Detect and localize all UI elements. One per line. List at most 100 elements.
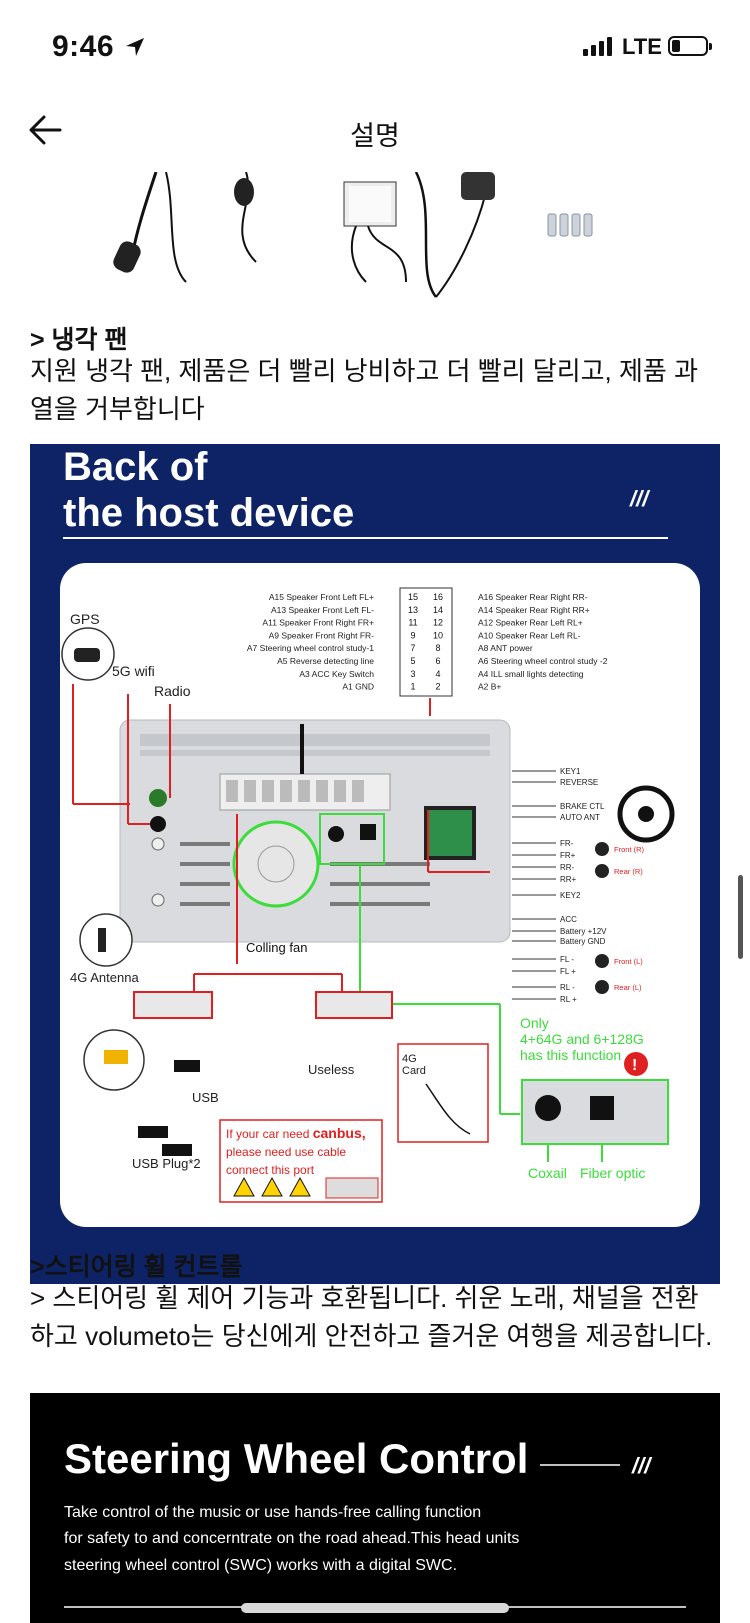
only-line3: has this function xyxy=(520,1047,621,1063)
alert-icon xyxy=(624,1052,648,1076)
4g-card-box xyxy=(397,1043,489,1143)
speaker-icon xyxy=(595,864,609,878)
only-line1: Only xyxy=(520,1015,549,1031)
usb-av-connector xyxy=(133,991,213,1019)
pin-number-left: 3 xyxy=(410,669,415,679)
pin-label-left: A11 Speaker Front Right FR+ xyxy=(262,618,374,628)
wire-label: BRAKE CTL xyxy=(560,802,605,811)
swc-text-3: steering wheel control (SWC) works with … xyxy=(64,1557,457,1574)
diagram-mark: /// xyxy=(629,486,651,511)
wire-label: RL + xyxy=(560,995,577,1004)
gps-label: GPS xyxy=(70,611,100,627)
pin-label-right: A12 Speaker Rear Left RL+ xyxy=(478,618,583,628)
radio-label: Radio xyxy=(154,683,191,699)
diagram-title-line2: the host device xyxy=(63,491,354,535)
wire-label: FR- xyxy=(560,839,574,848)
pin-number-left: 7 xyxy=(410,643,415,653)
pin-number-right: 6 xyxy=(435,656,440,666)
swc-text-1: Take control of the music or use hands-f… xyxy=(64,1504,481,1521)
diagram-title-line1: Back of xyxy=(63,445,208,489)
wifi-label: 5G wifi xyxy=(112,663,155,679)
swc-panel: Steering Wheel Control /// Take control … xyxy=(30,1393,720,1623)
canbus-line1: If your car need canbus, xyxy=(226,1125,366,1141)
fan-heading: > 냉각 팬 xyxy=(30,326,128,354)
wire-label: ACC xyxy=(560,915,577,924)
scrollbar[interactable] xyxy=(738,875,743,959)
wire-label: FL + xyxy=(560,967,576,976)
speaker-label: Front (R) xyxy=(614,845,645,854)
steering-wheel-icon xyxy=(617,785,675,843)
canbus-line2: please need use cable xyxy=(226,1145,346,1159)
pin-label-left: A5 Reverse detecting line xyxy=(277,656,374,666)
pin-number-right: 14 xyxy=(433,605,443,615)
speaker-icon xyxy=(595,842,609,856)
pin-label-right: A2 B+ xyxy=(478,682,501,692)
fan-description: 지원 냉각 팬, 제품은 더 빨리 낭비하고 더 빨리 달리고, 제품 과열을 … xyxy=(30,356,698,424)
accessories-image xyxy=(113,172,593,298)
head-unit-back xyxy=(119,719,511,943)
pin-number-left: 13 xyxy=(408,605,418,615)
speaker-icon xyxy=(595,954,609,968)
useless-connector xyxy=(315,991,393,1019)
wire-label: KEY1 xyxy=(560,767,581,776)
pin-label-left: A13 Speaker Front Left FL- xyxy=(271,605,374,615)
pin-number-left: 11 xyxy=(408,618,417,628)
nav-bar: 설명 xyxy=(0,92,750,172)
diagram-svg: Back of the host device /// 15131197531 … xyxy=(60,445,700,1227)
location-arrow-icon xyxy=(126,38,144,56)
swc-heading: >스티어링 휠 컨트롤 xyxy=(30,1253,243,1281)
pin-label-right: A16 Speaker Rear Right RR- xyxy=(478,592,588,602)
pin-label-right: A8 ANT power xyxy=(478,643,533,653)
swc-title: Steering Wheel Control xyxy=(64,1435,528,1482)
home-indicator[interactable] xyxy=(241,1603,509,1613)
pin-number-left: 15 xyxy=(408,592,418,602)
pin-number-left: 1 xyxy=(410,682,415,692)
speaker-label: Front (L) xyxy=(614,957,643,966)
canbus-line3: connect this port xyxy=(226,1163,315,1177)
speaker-label: Rear (R) xyxy=(614,867,643,876)
warning-icons xyxy=(233,1176,311,1197)
cooling-fan xyxy=(232,820,320,908)
swc-mark: /// xyxy=(631,1453,653,1478)
card-label-1: 4G xyxy=(402,1053,417,1065)
fan-label: Colling fan xyxy=(246,940,307,955)
swc-description: > 스티어링 휠 제어 기능과 호환됩니다. 쉬운 노래, 채널을 전환하고 v… xyxy=(30,1283,713,1351)
wire-label: REVERSE xyxy=(560,778,598,787)
usb-label: USB xyxy=(192,1090,219,1105)
pin-number-right: 8 xyxy=(435,643,440,653)
speaker-label: Rear (L) xyxy=(614,983,642,992)
network-type: LTE xyxy=(622,34,662,59)
pin-number-right: 10 xyxy=(433,630,443,640)
useless-label: Useless xyxy=(308,1062,355,1077)
pin-label-left: A1 GND xyxy=(342,682,374,692)
status-bar: 9:46 LTE xyxy=(0,0,750,92)
wire-label: RR- xyxy=(560,863,575,872)
wire-label: FL - xyxy=(560,955,574,964)
antenna-label: 4G Antenna xyxy=(70,970,139,985)
back-arrow-icon[interactable] xyxy=(26,110,66,150)
pin-label-right: A14 Speaker Rear Right RR+ xyxy=(478,605,590,615)
wire-label: KEY2 xyxy=(560,891,581,900)
pin-number-left: 5 xyxy=(410,656,415,666)
pin-label-left: A9 Speaker Front Right FR- xyxy=(269,630,375,640)
svg-text:!: ! xyxy=(632,1057,637,1074)
wire-label: Battery +12V xyxy=(560,927,607,936)
speaker-icon xyxy=(595,980,609,994)
battery-icon xyxy=(668,36,712,56)
pin-label-left: A15 Speaker Front Left FL+ xyxy=(269,592,374,602)
fiber-label: Fiber optic xyxy=(580,1165,645,1181)
wire-label: Battery GND xyxy=(560,937,606,946)
pin-label-right: A6 Steering wheel control study -2 xyxy=(478,656,608,666)
wire-label: FR+ xyxy=(560,851,576,860)
usb-icon xyxy=(174,1060,200,1072)
cellular-signal-icon xyxy=(583,36,612,56)
coax-label: Coxail xyxy=(528,1165,567,1181)
pin-label-right: A10 Speaker Rear Left RL- xyxy=(478,630,581,640)
pin-number-right: 4 xyxy=(435,669,440,679)
only-line2: 4+64G and 6+128G xyxy=(520,1031,644,1047)
pin-label-right: A4 ILL small lights detecting xyxy=(478,669,584,679)
pin-label-left: A7 Steering wheel control study-1 xyxy=(247,643,374,653)
pin-number-left: 9 xyxy=(410,630,415,640)
swc-text-2: for safety to and concerntrate on the ro… xyxy=(64,1530,519,1547)
